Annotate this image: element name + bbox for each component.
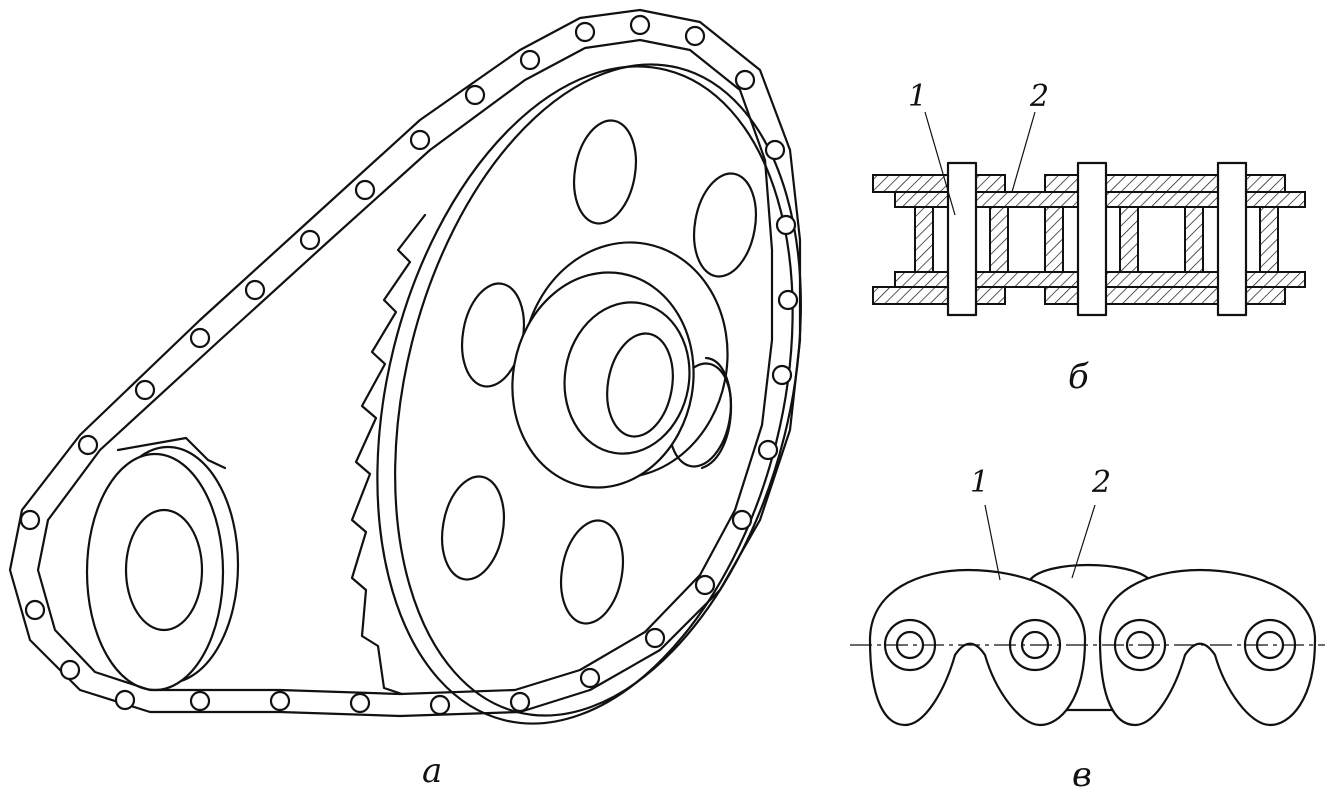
- roller-chain: [8, 8, 802, 718]
- link-joint-outer: [1243, 618, 1297, 672]
- sprocket-hole: [573, 119, 637, 225]
- small-sprocket-bore: [124, 508, 204, 632]
- link-joint-inner: [895, 630, 925, 660]
- chain-pin: [644, 627, 666, 649]
- chain-pin: [775, 214, 797, 236]
- chain-pin: [464, 84, 486, 106]
- chain-pin-axle: [1216, 161, 1248, 317]
- bushing-wall: [1259, 206, 1279, 273]
- hub-keyway: [700, 356, 733, 470]
- chain-pin: [519, 49, 541, 71]
- link-joint-inner: [1125, 630, 1155, 660]
- chain-link-plate-front-right: [1098, 568, 1317, 727]
- sprocket-hole: [441, 475, 505, 581]
- leader-line-1: [924, 111, 956, 216]
- large-sprocket-rim-front: [376, 65, 794, 725]
- chain-pin: [764, 139, 786, 161]
- chain-pin: [629, 14, 651, 36]
- link-joint-inner: [1020, 630, 1050, 660]
- link-joint-outer: [883, 618, 937, 672]
- section-b-label-2: 2: [1030, 79, 1050, 114]
- chain-pin: [694, 574, 716, 596]
- chain-pin: [189, 690, 211, 712]
- link-joint-outer: [1008, 618, 1062, 672]
- chain-pin: [777, 289, 799, 311]
- chain-pin: [299, 229, 321, 251]
- toothed-chain-section: [850, 504, 1325, 727]
- bushing-wall: [989, 206, 1009, 273]
- chain-pin: [579, 667, 601, 689]
- chain-pin: [731, 509, 753, 531]
- bushing-wall: [1184, 206, 1204, 273]
- chain-inner-edge: [36, 38, 774, 696]
- chain-pin: [349, 692, 371, 714]
- large-sprocket-hub: [511, 241, 733, 489]
- bushing-wall: [1119, 206, 1139, 273]
- link-joint-inner: [1255, 630, 1285, 660]
- chain-pin: [114, 689, 136, 711]
- link-joint-outer: [1113, 618, 1167, 672]
- chain-pin: [757, 439, 779, 461]
- section-b-label-1: 1: [908, 79, 928, 114]
- hub-front-face: [511, 271, 695, 489]
- outer-plate-top: [872, 174, 1006, 193]
- roller-chain-section: [872, 111, 1306, 317]
- chain-pin: [134, 379, 156, 401]
- large-sprocket-teeth: [350, 213, 427, 696]
- chain-pin: [684, 25, 706, 47]
- section-v-label-2: 2: [1092, 465, 1112, 500]
- caption-a: а: [422, 751, 443, 791]
- small-sprocket: [85, 436, 240, 692]
- chain-pin: [189, 327, 211, 349]
- chain-pin: [509, 691, 531, 713]
- section-v-label-1: 1: [970, 465, 990, 500]
- chain-link-plate-front-left: [868, 568, 1087, 727]
- chain-pin: [734, 69, 756, 91]
- chain-pin: [574, 21, 596, 43]
- bushing-wall: [1044, 206, 1064, 273]
- small-sprocket-body: [116, 436, 227, 470]
- outer-plate-bottom: [872, 286, 1006, 305]
- bushing-wall: [914, 206, 934, 273]
- sprocket-hole: [560, 519, 624, 625]
- chain-pin: [77, 434, 99, 456]
- hub-bore: [606, 332, 674, 438]
- leader-line-2: [1011, 111, 1036, 193]
- chain-pin: [409, 129, 431, 151]
- sprocket-hole: [693, 172, 757, 278]
- caption-v: в: [1072, 755, 1092, 795]
- chain-pin: [59, 659, 81, 681]
- large-sprocket-hole-group: [441, 119, 757, 625]
- large-sprocket: [350, 63, 802, 725]
- chain-pins: [19, 14, 799, 716]
- chain-pin-axle: [946, 161, 978, 317]
- caption-b: б: [1068, 357, 1089, 397]
- chain-outer-edge: [8, 8, 802, 718]
- chain-pin: [771, 364, 793, 386]
- chain-pin: [244, 279, 266, 301]
- hub-inner-ring: [563, 301, 691, 455]
- leader-line-2: [1071, 504, 1096, 579]
- chain-drive-illustration: [8, 8, 802, 725]
- chain-pin: [354, 179, 376, 201]
- chain-pin: [429, 694, 451, 716]
- leader-line-1: [984, 504, 1001, 581]
- chain-pin: [19, 509, 41, 531]
- chain-pin: [24, 599, 46, 621]
- chain-pin-axle: [1076, 161, 1108, 317]
- chain-pin: [269, 690, 291, 712]
